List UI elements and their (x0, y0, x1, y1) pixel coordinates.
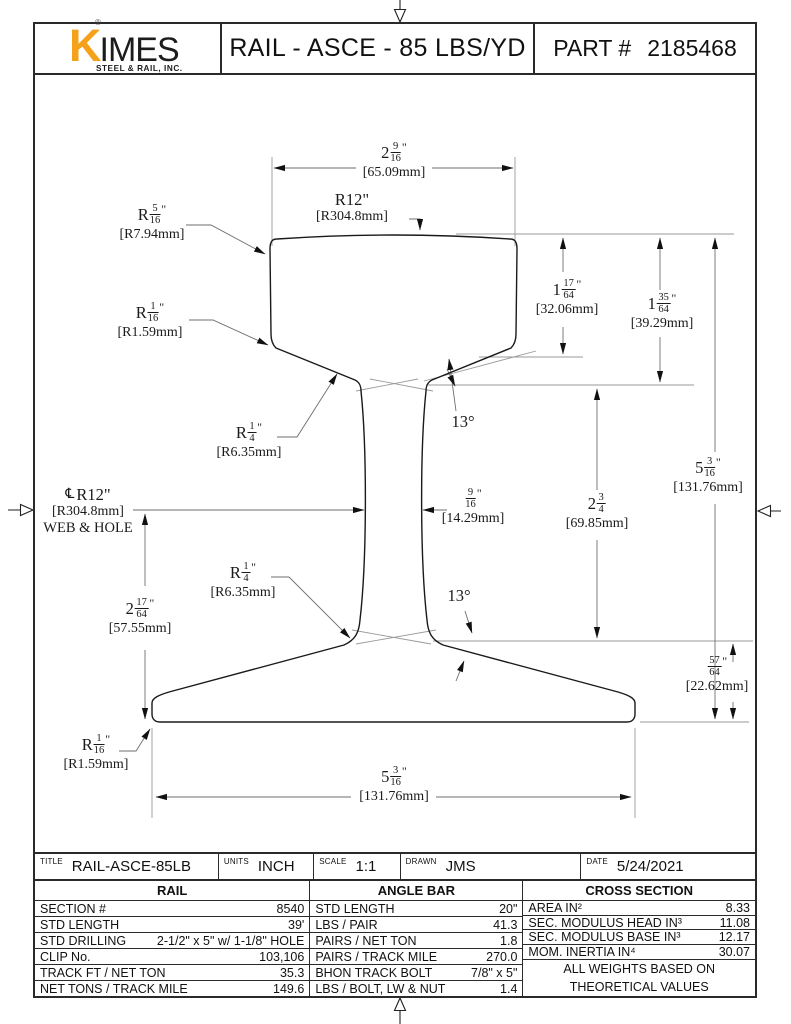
column-header: RAIL (156, 883, 188, 898)
drawn-label: DRAWN (405, 857, 437, 866)
table-row: SEC. MODULUS HEAD IN³ 11.08 (523, 914, 755, 930)
title-value: RAIL-ASCE-85LB (71, 858, 191, 875)
part-number: 2185468 (647, 35, 737, 61)
table-row: PAIRS / NET TON 1.8 (310, 932, 523, 948)
row-label: SEC. MODULUS BASE IN³ (528, 930, 681, 945)
part-number-block: PART # 2185468 (553, 35, 737, 62)
row-value: 12.17 (718, 930, 750, 945)
date-value: 5/24/2021 (616, 858, 684, 875)
table-row: PAIRS / TRACK MILE 270.0 (310, 948, 523, 964)
scale-label: SCALE (319, 857, 347, 866)
drawn-value: JMS (445, 858, 476, 875)
row-label: SECTION # (40, 901, 106, 916)
table-row: SEC. MODULUS BASE IN³ 12.17 (523, 929, 755, 944)
units-label: UNITS (223, 857, 249, 866)
logo-imes: IMES (99, 31, 180, 70)
row-label: STD LENGTH (40, 917, 120, 932)
spec-column-cross-section: CROSS SECTION AREA IN² 8.33 SEC. MODULUS… (522, 881, 755, 996)
date-label: DATE (586, 857, 608, 866)
row-label: PAIRS / TRACK MILE (315, 949, 438, 964)
row-value: 20" (499, 901, 518, 916)
table-row: CLIP No. 103,106 (35, 948, 310, 964)
row-label: STD DRILLING (40, 933, 127, 948)
registered-mark: ® (95, 18, 101, 28)
table-row: STD LENGTH 20" (310, 900, 523, 916)
row-label: NET TONS / TRACK MILE (40, 981, 188, 996)
table-row: STD DRILLING 2-1/2" x 5" w/ 1-1/8" HOLE (35, 932, 310, 948)
row-label: MOM. INERTIA IN⁴ (528, 944, 636, 959)
table-row: MOM. INERTIA IN⁴ 30.07 (523, 944, 755, 959)
column-header: CROSS SECTION (585, 883, 694, 898)
spec-column-rail: RAIL SECTION # 8540 STD LENGTH 39' STD D… (35, 881, 310, 996)
logo-subtitle: STEEL & RAIL, INC. (96, 64, 183, 74)
table-row: STD LENGTH 39' (35, 916, 310, 932)
table-row: LBS / PAIR 41.3 (310, 916, 523, 932)
row-label: LBS / PAIR (315, 917, 378, 932)
scale-value: 1:1 (355, 858, 377, 875)
registration-marks (8, 0, 781, 1024)
units-cell: UNITS INCH (217, 854, 313, 879)
title-block: TITLE RAIL-ASCE-85LB UNITS INCH SCALE 1:… (33, 852, 757, 880)
row-label: BHON TRACK BOLT (315, 965, 433, 980)
row-value: 8.33 (725, 900, 750, 915)
row-value: 35.3 (279, 965, 305, 980)
units-value: INCH (257, 858, 295, 875)
spec-column-angle-bar: ANGLE BAR STD LENGTH 20" LBS / PAIR 41.3… (309, 881, 523, 996)
weights-note: ALL WEIGHTS BASED ON THEORETICAL VALUES (523, 958, 755, 996)
row-value: 41.3 (493, 917, 518, 932)
column-header: ANGLE BAR (377, 883, 455, 898)
table-row: BHON TRACK BOLT 7/8" x 5" (310, 964, 523, 980)
scale-cell: SCALE 1:1 (313, 854, 399, 879)
row-value: 39' (288, 917, 305, 932)
table-row: TRACK FT / NET TON 35.3 (35, 964, 310, 980)
dimension-lines (119, 164, 737, 801)
row-label: STD LENGTH (315, 901, 395, 916)
row-value: 2-1/2" x 5" w/ 1-1/8" HOLE (156, 933, 305, 948)
row-label: SEC. MODULUS HEAD IN³ (528, 915, 682, 930)
row-value: 270.0 (486, 949, 518, 964)
row-value: 11.08 (719, 915, 750, 930)
date-cell: DATE 5/24/2021 (580, 854, 755, 879)
row-label: LBS / BOLT, LW & NUT (315, 981, 446, 996)
extension-lines (151, 157, 753, 818)
row-value: 30.07 (718, 944, 750, 959)
row-value: 8540 (276, 901, 305, 916)
drawing-title: RAIL - ASCE - 85 LBS/YD (229, 34, 526, 62)
row-value: 149.6 (273, 981, 305, 996)
row-value: 7/8" x 5" (471, 965, 518, 980)
logo-k: K (69, 20, 101, 72)
row-label: PAIRS / NET TON (315, 933, 417, 948)
drawn-cell: DRAWN JMS (399, 854, 581, 879)
table-row: NET TONS / TRACK MILE 149.6 (35, 980, 310, 996)
title-cell: TITLE RAIL-ASCE-85LB (35, 854, 218, 879)
table-row: AREA IN² 8.33 (523, 900, 755, 915)
table-row: SECTION # 8540 (35, 900, 310, 916)
row-value: 103,106 (259, 949, 305, 964)
table-row: LBS / BOLT, LW & NUT 1.4 (310, 980, 523, 996)
row-label: TRACK FT / NET TON (40, 965, 166, 980)
row-value: 1.4 (500, 981, 518, 996)
rail-profile-outline (151, 234, 636, 723)
row-value: 1.8 (500, 933, 518, 948)
row-label: CLIP No. (40, 949, 91, 964)
title-label: TITLE (40, 857, 63, 866)
part-label: PART # (553, 35, 632, 61)
spec-table: RAIL SECTION # 8540 STD LENGTH 39' STD D… (33, 879, 757, 998)
row-label: AREA IN² (528, 900, 582, 915)
